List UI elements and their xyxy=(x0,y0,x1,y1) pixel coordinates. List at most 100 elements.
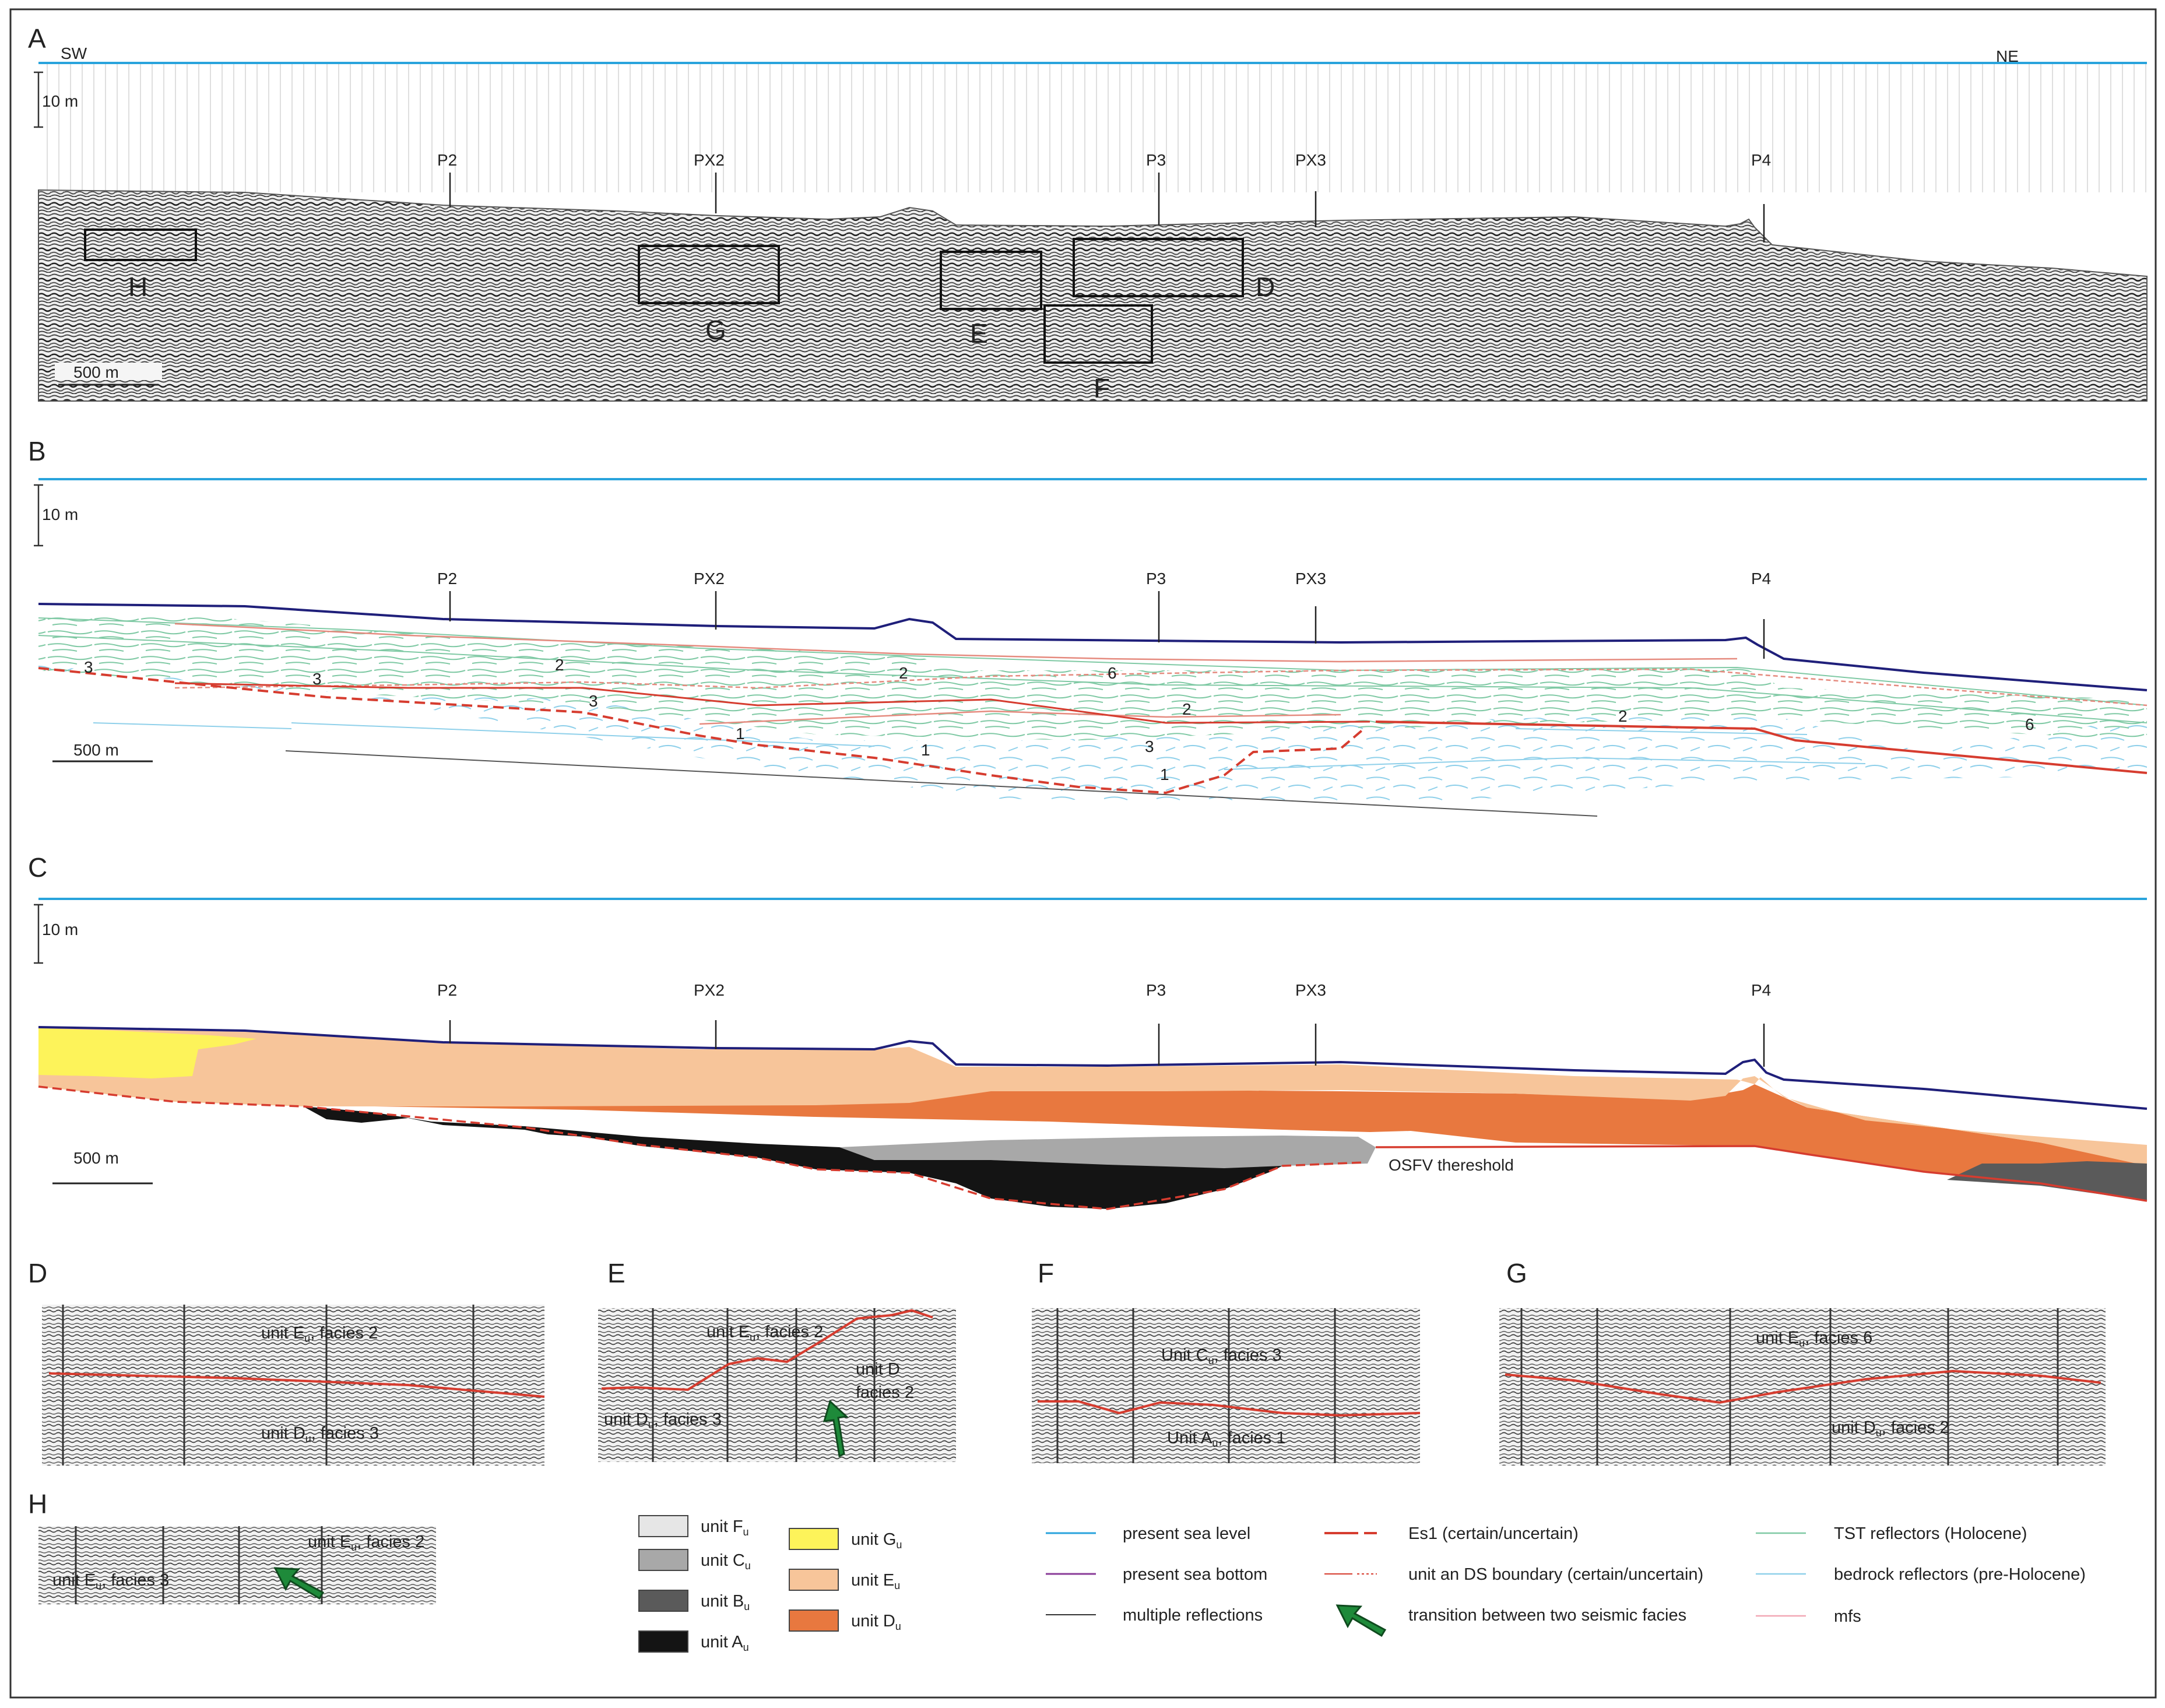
well-label: P2 xyxy=(437,981,457,999)
unit-c-area xyxy=(839,1136,1376,1172)
detail-grid-g xyxy=(1520,1308,2059,1465)
es1-detail-g xyxy=(1505,1369,2101,1404)
es1-uncertain-c xyxy=(38,1085,1365,1210)
zoom-label-d: D xyxy=(1256,272,1275,302)
facies-number: 1 xyxy=(921,741,930,759)
facies-label-g-bottom: unit Du, facies 2 xyxy=(1832,1418,1949,1439)
legend-label-unit-d: unit Du xyxy=(851,1612,901,1632)
zoom-box-d xyxy=(1073,238,1244,297)
detail-h: H unit Eu, facies 2 unit Eu, facies 3 xyxy=(28,1489,436,1604)
facies-number: 6 xyxy=(1108,664,1117,682)
facies-number: 2 xyxy=(899,664,908,682)
facies-number: 3 xyxy=(84,658,93,676)
well-markers-a: P2 PX2 P3 PX3 P4 xyxy=(437,151,1771,243)
well-label: P4 xyxy=(1751,151,1771,169)
facies-transition-arrow-e xyxy=(823,1400,849,1458)
legend-label-ds-boundary: unit an DS boundary (certain/uncertain) xyxy=(1408,1565,1703,1584)
legend-label-mfs: mfs xyxy=(1834,1607,1861,1626)
well-label: PX2 xyxy=(694,570,725,588)
detail-e: E unit Eu, facies 2 unit D facies 2 unit… xyxy=(598,1258,956,1462)
tst-reflectors-b xyxy=(38,612,2147,740)
unit-a-area xyxy=(303,1106,1282,1209)
facies-label-d-bottom: unit Du, facies 3 xyxy=(261,1424,379,1445)
es1-certain-b xyxy=(1375,721,2148,774)
facies-number: 1 xyxy=(736,725,745,743)
zoom-boxes-a xyxy=(84,229,1244,364)
facies-label-e-right-2: facies 2 xyxy=(856,1383,914,1402)
well-label: P3 xyxy=(1146,981,1166,999)
facies-label-h-right: unit Eu, facies 2 xyxy=(308,1533,424,1553)
facies-number: 3 xyxy=(589,692,598,710)
legend-label-unit-g: unit Gu xyxy=(851,1530,902,1551)
detail-grid-e xyxy=(652,1308,876,1462)
legend-label-unit-b: unit Bu xyxy=(701,1592,750,1612)
unit-d-area xyxy=(303,1084,2147,1201)
legend-units: unit Fu unit Cu unit Bu unit Au unit Gu … xyxy=(638,1515,902,1653)
detail-d: D unit Eu, facies 2 unit Du, facies 3 xyxy=(28,1258,545,1465)
threshold-label: OSFV thereshold xyxy=(1389,1156,1514,1174)
legend-label-unit-a: unit Au xyxy=(701,1633,749,1653)
legend-swatch-unit-b xyxy=(638,1590,688,1612)
detail-grid-d xyxy=(62,1305,475,1465)
legend-label-es1: Es1 (certain/uncertain) xyxy=(1408,1524,1579,1543)
figure-frame xyxy=(9,8,2157,1699)
es1-certain-c xyxy=(1375,1145,2148,1202)
panel-b: B 10 m xyxy=(28,436,2148,817)
zoom-label-g: G xyxy=(705,315,726,345)
seismic-detail-d xyxy=(42,1305,544,1465)
zoom-box-h xyxy=(84,229,197,261)
facies-label-e-left: unit Du, facies 3 xyxy=(604,1410,722,1431)
panel-label-d: D xyxy=(28,1258,47,1288)
trace-lines-a xyxy=(38,64,2147,192)
facies-number: 2 xyxy=(1618,707,1628,725)
orientation-sw: SW xyxy=(61,44,87,62)
well-label: PX3 xyxy=(1295,570,1326,588)
scale-backdrop-a xyxy=(55,363,162,380)
well-label: P3 xyxy=(1146,151,1166,169)
seismic-detail-g xyxy=(1499,1308,2106,1465)
seismic-detail-h xyxy=(38,1526,436,1604)
legend-label-unit-e: unit Eu xyxy=(851,1571,900,1591)
legend-label-sea-level: present sea level xyxy=(1123,1524,1250,1543)
well-label: P4 xyxy=(1751,981,1771,999)
seismic-detail-f xyxy=(1032,1308,1420,1463)
well-markers-c: P2 PX2 P3 PX3 P4 xyxy=(437,981,1771,1067)
detail-f: F Unit Cu, facies 3 Unit Au, facies 1 xyxy=(1032,1258,1421,1463)
unit-e-area xyxy=(38,1028,2147,1166)
well-label: PX2 xyxy=(694,981,725,999)
panel-label-e: E xyxy=(607,1258,625,1288)
zoom-box-e xyxy=(940,251,1042,310)
legend-swatch-unit-d xyxy=(789,1609,839,1632)
panel-a: A SW NE 10 m 500 m P2 PX2 P3 PX3 P4 xyxy=(28,23,2148,403)
zoom-box-f xyxy=(1043,304,1153,364)
facies-number: 3 xyxy=(312,670,322,688)
well-label: PX3 xyxy=(1295,151,1326,169)
es1-detail-d xyxy=(48,1372,545,1398)
well-label: P2 xyxy=(437,151,457,169)
horizontal-scale-label-b: 500 m xyxy=(73,741,119,759)
facies-label-e-top: unit Eu, facies 2 xyxy=(707,1323,823,1343)
well-label: P4 xyxy=(1751,570,1771,588)
well-label: PX2 xyxy=(694,151,725,169)
facies-label-e-right-1: unit D xyxy=(856,1360,900,1379)
sea-bottom-b xyxy=(38,603,2148,691)
legend-swatch-unit-f xyxy=(638,1515,688,1537)
vertical-scale-label-b: 10 m xyxy=(42,505,78,523)
legend-label-multiple: multiple reflections xyxy=(1123,1606,1263,1625)
panel-label-b: B xyxy=(28,436,46,466)
panel-label-h: H xyxy=(28,1489,47,1519)
well-label: P3 xyxy=(1146,570,1166,588)
legend-label-sea-bottom: present sea bottom xyxy=(1123,1565,1267,1584)
horizontal-scale-label-c: 500 m xyxy=(73,1149,119,1167)
panel-label-a: A xyxy=(28,23,46,54)
zoom-label-h: H xyxy=(128,272,147,302)
facies-numbers-b: 3 2 3 3 2 6 2 2 6 1 1 3 1 xyxy=(84,656,2034,783)
sea-bottom-c xyxy=(38,1026,2148,1110)
facies-label-h-left: unit Eu, facies 3 xyxy=(52,1571,169,1591)
facies-transition-arrow-h xyxy=(273,1567,325,1600)
es1-detail-f xyxy=(1038,1400,1421,1417)
panel-label-c: C xyxy=(28,852,47,883)
facies-number: 2 xyxy=(555,656,564,674)
es1-detail-e xyxy=(601,1309,933,1391)
ds-boundaries-b xyxy=(174,623,2148,725)
